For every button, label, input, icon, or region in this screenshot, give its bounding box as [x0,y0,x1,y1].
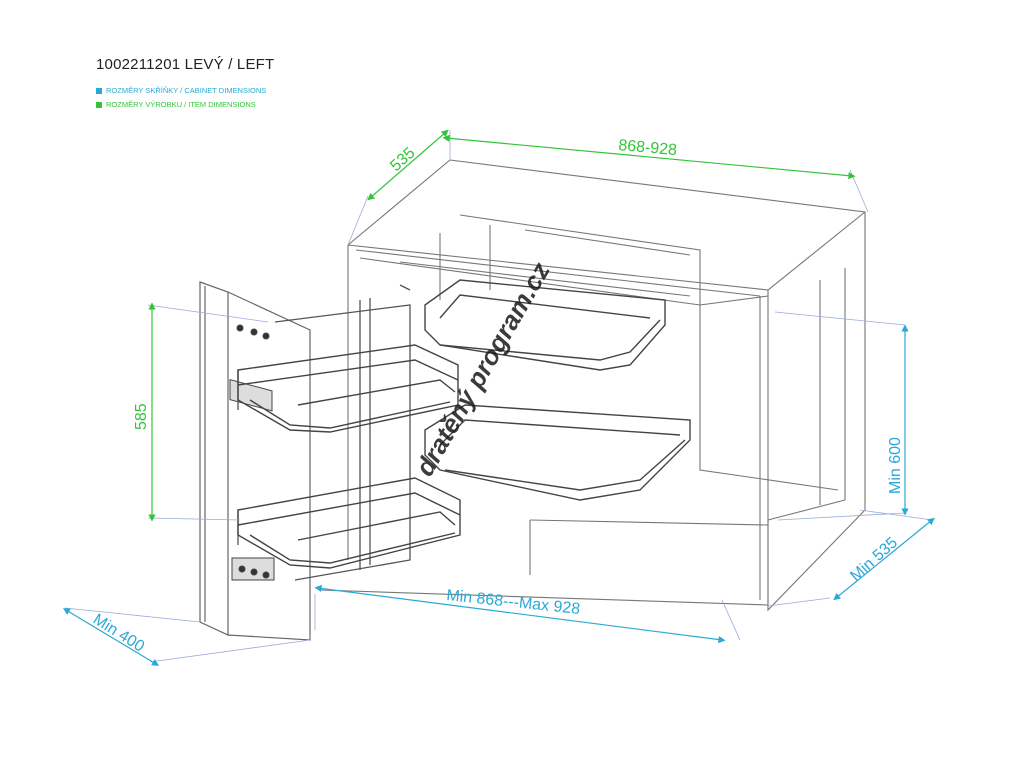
label-item-height: 585 [133,403,150,430]
dim-line-cabinet-width [314,584,726,644]
legend-swatch-green [96,101,102,108]
legend-cabinet-dimensions: ROZMĚRY SKŘÍŇKY / CABINET DIMENSIONS [96,86,266,95]
pullout-frame [237,284,411,581]
label-cabinet-height: Min 600 [887,437,904,494]
legend-item-dimensions: ROZMĚRY VÝROBKU / ITEM DIMENSIONS [96,100,256,109]
legend-label-cabinet: ROZMĚRY SKŘÍŇKY / CABINET DIMENSIONS [106,86,267,95]
label-cabinet-depth: Min 535 [847,534,901,585]
label-door-width: Min 400 [90,611,147,656]
watermark: dratěný program.cz [409,257,556,481]
label-item-depth: 535 [387,144,418,175]
cabinet-body [319,159,866,612]
door-brackets [229,324,275,581]
extension-lines [64,130,933,663]
page-title: 1002211201 LEVÝ / LEFT [96,56,275,73]
label-item-width: 868-928 [618,137,678,159]
rear-basket-upper [424,279,666,371]
dim-line-cabinet-depth [833,517,935,601]
front-basket-upper [237,344,459,433]
dim-line-door-width [62,608,160,666]
door-panel [199,281,311,641]
front-basket-lower [237,477,461,569]
legend-swatch-blue [96,87,102,94]
dim-line-item-depth [367,129,449,201]
dimension-lines [62,129,935,666]
legend-label-item: ROZMĚRY VÝROBKU / ITEM DIMENSIONS [106,100,256,109]
rear-basket-lower [424,404,691,501]
dim-line-item-width [442,134,856,180]
